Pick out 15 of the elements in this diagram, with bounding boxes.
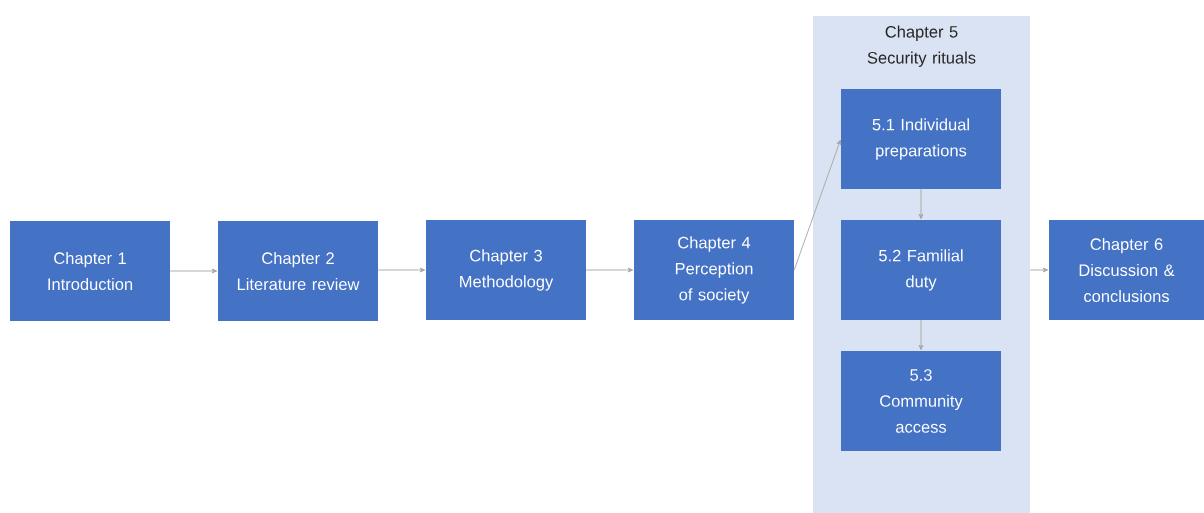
arrow bbox=[377, 267, 426, 273]
chapter-box: Chapter 6 Discussion & conclusions bbox=[1049, 220, 1204, 320]
chapter-box: Chapter 4 Perception of society bbox=[634, 220, 794, 320]
chapter-box: Chapter 3 Methodology bbox=[426, 220, 586, 320]
chapter-box: 5.2 Familial duty bbox=[841, 220, 1001, 320]
arrow bbox=[585, 267, 634, 273]
chapter-box: Chapter 2 Literature review bbox=[218, 221, 378, 321]
chapter-box: 5.3 Community access bbox=[841, 351, 1001, 451]
arrow bbox=[918, 319, 924, 351]
arrow bbox=[918, 188, 924, 220]
arrow bbox=[1029, 267, 1049, 273]
arrow bbox=[793, 139, 842, 271]
chapter-box: 5.1 Individual preparations bbox=[841, 89, 1001, 189]
chapter-box: Chapter 1 Introduction bbox=[10, 221, 170, 321]
arrow bbox=[169, 268, 218, 274]
